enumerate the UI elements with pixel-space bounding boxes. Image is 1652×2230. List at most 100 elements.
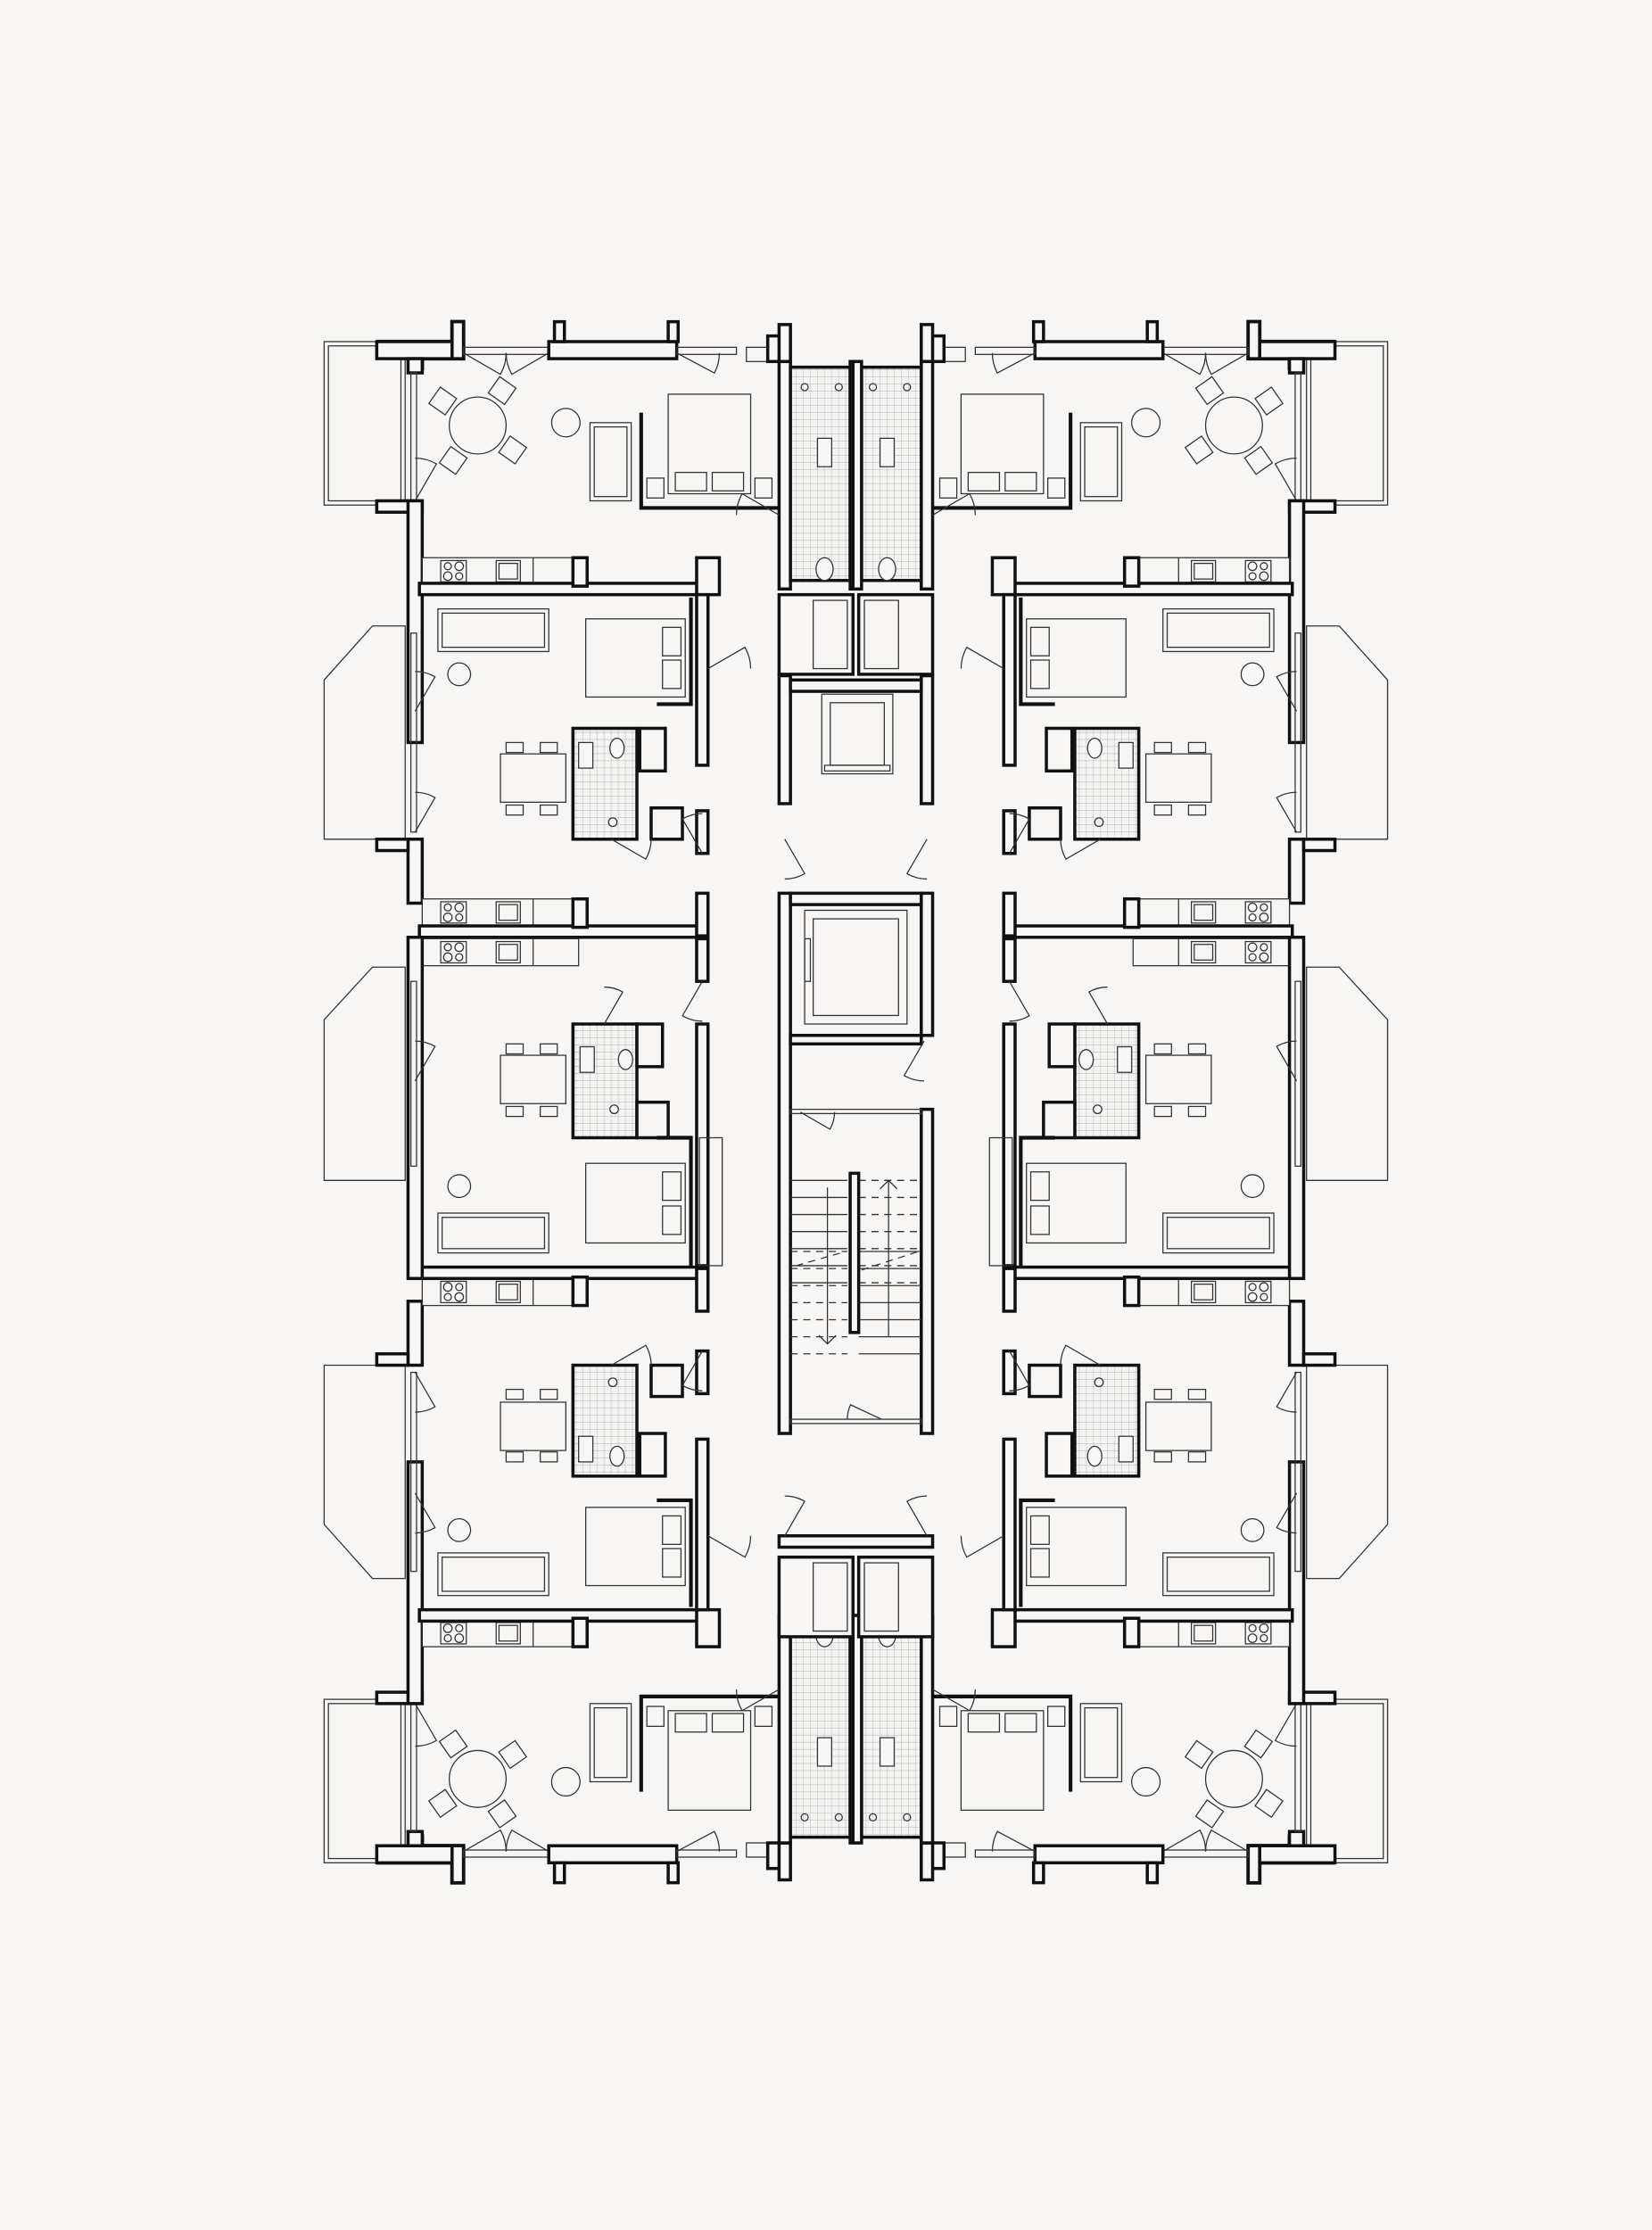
door-swing-icon bbox=[505, 1829, 549, 1853]
kitchen-counter bbox=[1132, 937, 1291, 967]
sofa-icon bbox=[437, 1552, 549, 1597]
wardrobe bbox=[698, 1136, 723, 1267]
pillow bbox=[662, 1171, 682, 1202]
elevator-door bbox=[823, 764, 891, 772]
door-swing-icon bbox=[414, 791, 436, 833]
nightstand-icon bbox=[646, 1706, 665, 1727]
burner bbox=[1247, 942, 1258, 953]
kitchen-counter bbox=[421, 898, 580, 927]
burner bbox=[1259, 571, 1269, 582]
bedroom-partition bbox=[657, 1136, 693, 1266]
sink-basin bbox=[498, 1284, 518, 1301]
shaft bbox=[1122, 1616, 1141, 1648]
burner bbox=[1260, 1293, 1268, 1301]
shaft-inner bbox=[863, 1562, 899, 1632]
plant-icon bbox=[447, 1174, 472, 1199]
wall-stub bbox=[1246, 1844, 1261, 1885]
sink-basin bbox=[498, 944, 518, 961]
sofa-icon bbox=[1162, 1552, 1275, 1597]
door-swing-icon bbox=[1276, 671, 1298, 712]
core-wall bbox=[920, 891, 935, 1037]
kitchen-counter bbox=[421, 1619, 580, 1648]
shaft bbox=[571, 1616, 589, 1648]
sink-icon bbox=[879, 437, 896, 467]
wall bbox=[375, 1352, 410, 1367]
exterior-wall bbox=[406, 838, 425, 905]
sofa-icon bbox=[589, 422, 632, 502]
sofa-seat bbox=[1084, 1706, 1119, 1779]
wall-stub bbox=[1145, 1861, 1160, 1885]
pillow bbox=[967, 471, 1001, 491]
chair-icon bbox=[1187, 1105, 1207, 1118]
bed-icon bbox=[1026, 1507, 1127, 1587]
burner bbox=[1259, 913, 1269, 922]
bedroom-partition bbox=[932, 1694, 1073, 1792]
burner bbox=[1260, 943, 1268, 952]
door-swing-icon bbox=[707, 646, 752, 670]
shaft bbox=[856, 592, 935, 676]
shaft bbox=[638, 726, 667, 773]
wall-pier bbox=[1258, 340, 1337, 360]
closet bbox=[635, 1100, 670, 1140]
shaft bbox=[571, 1275, 589, 1308]
wall-stub bbox=[1031, 319, 1045, 343]
nightstand-icon bbox=[646, 477, 665, 499]
balcony-window bbox=[409, 980, 417, 1168]
nightstand-icon bbox=[754, 477, 773, 499]
sofa-icon bbox=[437, 607, 549, 653]
burner bbox=[455, 572, 464, 581]
exterior-wall bbox=[1287, 838, 1306, 905]
door-swing-icon bbox=[414, 1372, 436, 1413]
sink-icon bbox=[879, 1737, 896, 1767]
burner bbox=[454, 1633, 465, 1643]
door-swing-icon bbox=[414, 671, 436, 712]
pillow bbox=[711, 471, 745, 491]
door-swing-icon bbox=[1274, 458, 1298, 501]
corridor-wall bbox=[1002, 937, 1017, 983]
plant-icon bbox=[550, 408, 581, 438]
pillow bbox=[1029, 626, 1050, 657]
shaft bbox=[1122, 556, 1141, 588]
chair-icon bbox=[1254, 1788, 1284, 1819]
sink-icon bbox=[816, 1737, 833, 1767]
toilet-icon bbox=[878, 557, 896, 582]
sink-basin bbox=[498, 562, 518, 580]
shaft bbox=[777, 592, 855, 676]
shower-drain-icon bbox=[800, 383, 809, 392]
bed-icon bbox=[667, 1710, 752, 1812]
stove-icon bbox=[440, 901, 467, 924]
sofa-seat bbox=[1084, 425, 1119, 498]
sink-basin bbox=[1194, 562, 1214, 580]
door-swing-icon bbox=[1276, 1492, 1298, 1534]
wall bbox=[1301, 838, 1337, 853]
toilet-icon bbox=[1086, 738, 1103, 759]
chair-icon bbox=[438, 445, 468, 475]
door-swing-icon bbox=[1009, 1350, 1030, 1392]
exterior-wall bbox=[1287, 1300, 1306, 1367]
closet bbox=[1042, 1100, 1077, 1140]
toilet-icon bbox=[1078, 1049, 1094, 1070]
wardrobe bbox=[988, 1136, 1013, 1267]
chair-icon bbox=[1153, 1043, 1172, 1055]
sink-icon bbox=[579, 1045, 595, 1073]
balcony bbox=[323, 966, 406, 1181]
dining-table-icon bbox=[500, 1054, 566, 1104]
burner bbox=[1247, 561, 1258, 572]
dining-table-icon bbox=[1144, 753, 1212, 804]
bathroom-tiles bbox=[789, 365, 852, 582]
shaft bbox=[1045, 1432, 1074, 1478]
chair-icon bbox=[1184, 435, 1214, 465]
balcony bbox=[323, 1698, 406, 1863]
dining-table-icon bbox=[1144, 1401, 1212, 1451]
burner bbox=[1259, 952, 1269, 962]
round-table-icon bbox=[449, 1749, 508, 1808]
pillow bbox=[1029, 659, 1050, 690]
stove-icon bbox=[1244, 940, 1272, 964]
core-wall bbox=[920, 1107, 935, 1435]
corridor-wall bbox=[1002, 891, 1017, 937]
shower-drain-icon bbox=[1094, 1377, 1104, 1388]
wall-pier bbox=[1033, 1844, 1165, 1865]
plant-icon bbox=[1240, 662, 1265, 687]
door-swing-icon bbox=[784, 1495, 805, 1537]
door-swing-icon bbox=[1274, 1703, 1298, 1747]
